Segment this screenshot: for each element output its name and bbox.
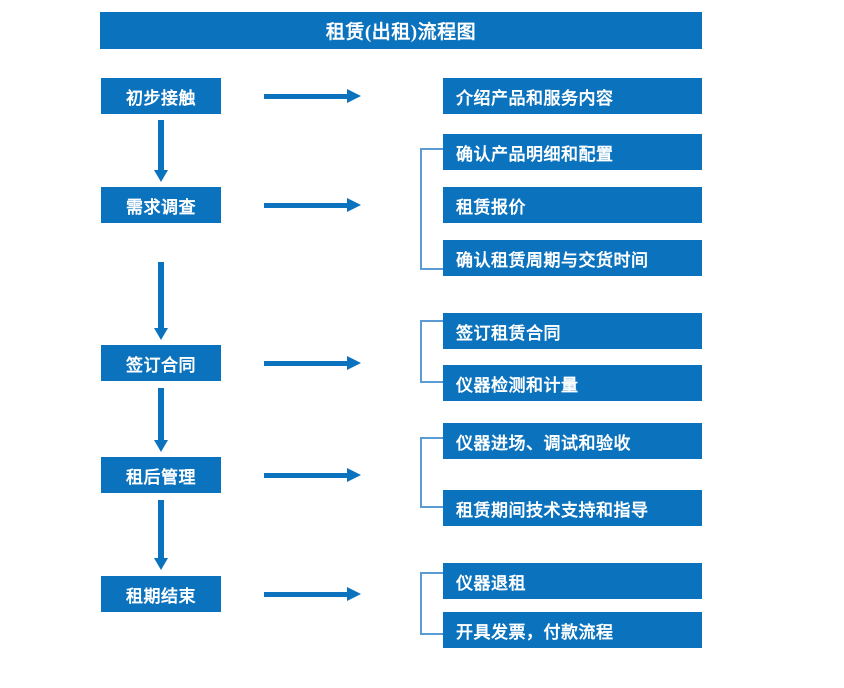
arrow-shaft — [158, 262, 164, 328]
detail-box-9[interactable]: 仪器退租 — [443, 563, 702, 599]
horizontal-arrow-4 — [264, 468, 361, 482]
stage-box-2[interactable]: 需求调查 — [101, 187, 221, 223]
arrow-shaft — [264, 203, 347, 208]
stage-box-1[interactable]: 初步接触 — [101, 78, 221, 114]
arrow-head-right-icon — [347, 587, 361, 601]
detail-box-6[interactable]: 仪器检测和计量 — [443, 365, 702, 401]
arrow-head-down-icon — [154, 440, 168, 452]
arrow-shaft — [264, 473, 347, 478]
stage-box-5[interactable]: 租期结束 — [101, 576, 221, 612]
arrow-shaft — [158, 120, 164, 170]
arrow-head-down-icon — [154, 558, 168, 570]
arrow-head-down-icon — [154, 328, 168, 340]
horizontal-arrow-5 — [264, 587, 361, 601]
detail-box-10[interactable]: 开具发票，付款流程 — [443, 612, 702, 648]
arrow-head-right-icon — [347, 356, 361, 370]
arrow-head-right-icon — [347, 468, 361, 482]
detail-box-2[interactable]: 确认产品明细和配置 — [443, 134, 702, 170]
vertical-arrow-4-to-5 — [154, 500, 168, 570]
horizontal-arrow-1 — [264, 89, 361, 103]
stage-box-3[interactable]: 签订合同 — [101, 345, 221, 381]
arrow-shaft — [158, 388, 164, 440]
arrow-head-right-icon — [347, 89, 361, 103]
arrow-shaft — [264, 94, 347, 99]
arrow-head-right-icon — [347, 198, 361, 212]
vertical-arrow-2-to-3 — [154, 262, 168, 340]
arrow-shaft — [264, 592, 347, 597]
stage-box-4[interactable]: 租后管理 — [101, 457, 221, 493]
group-bracket-5 — [420, 572, 443, 635]
group-bracket-2 — [420, 148, 443, 270]
detail-box-8[interactable]: 租赁期间技术支持和指导 — [443, 490, 702, 526]
detail-box-4[interactable]: 确认租赁周期与交货时间 — [443, 240, 702, 276]
vertical-arrow-1-to-2 — [154, 120, 168, 182]
diagram-title: 租赁(出租)流程图 — [100, 12, 702, 49]
horizontal-arrow-3 — [264, 356, 361, 370]
vertical-arrow-3-to-4 — [154, 388, 168, 452]
horizontal-arrow-2 — [264, 198, 361, 212]
arrow-shaft — [264, 361, 347, 366]
detail-box-5[interactable]: 签订租赁合同 — [443, 313, 702, 349]
detail-box-1[interactable]: 介绍产品和服务内容 — [443, 78, 702, 114]
group-bracket-3 — [420, 320, 443, 383]
detail-box-7[interactable]: 仪器进场、调试和验收 — [443, 423, 702, 459]
detail-box-3[interactable]: 租赁报价 — [443, 187, 702, 223]
group-bracket-4 — [420, 437, 443, 508]
arrow-head-down-icon — [154, 170, 168, 182]
arrow-shaft — [158, 500, 164, 558]
